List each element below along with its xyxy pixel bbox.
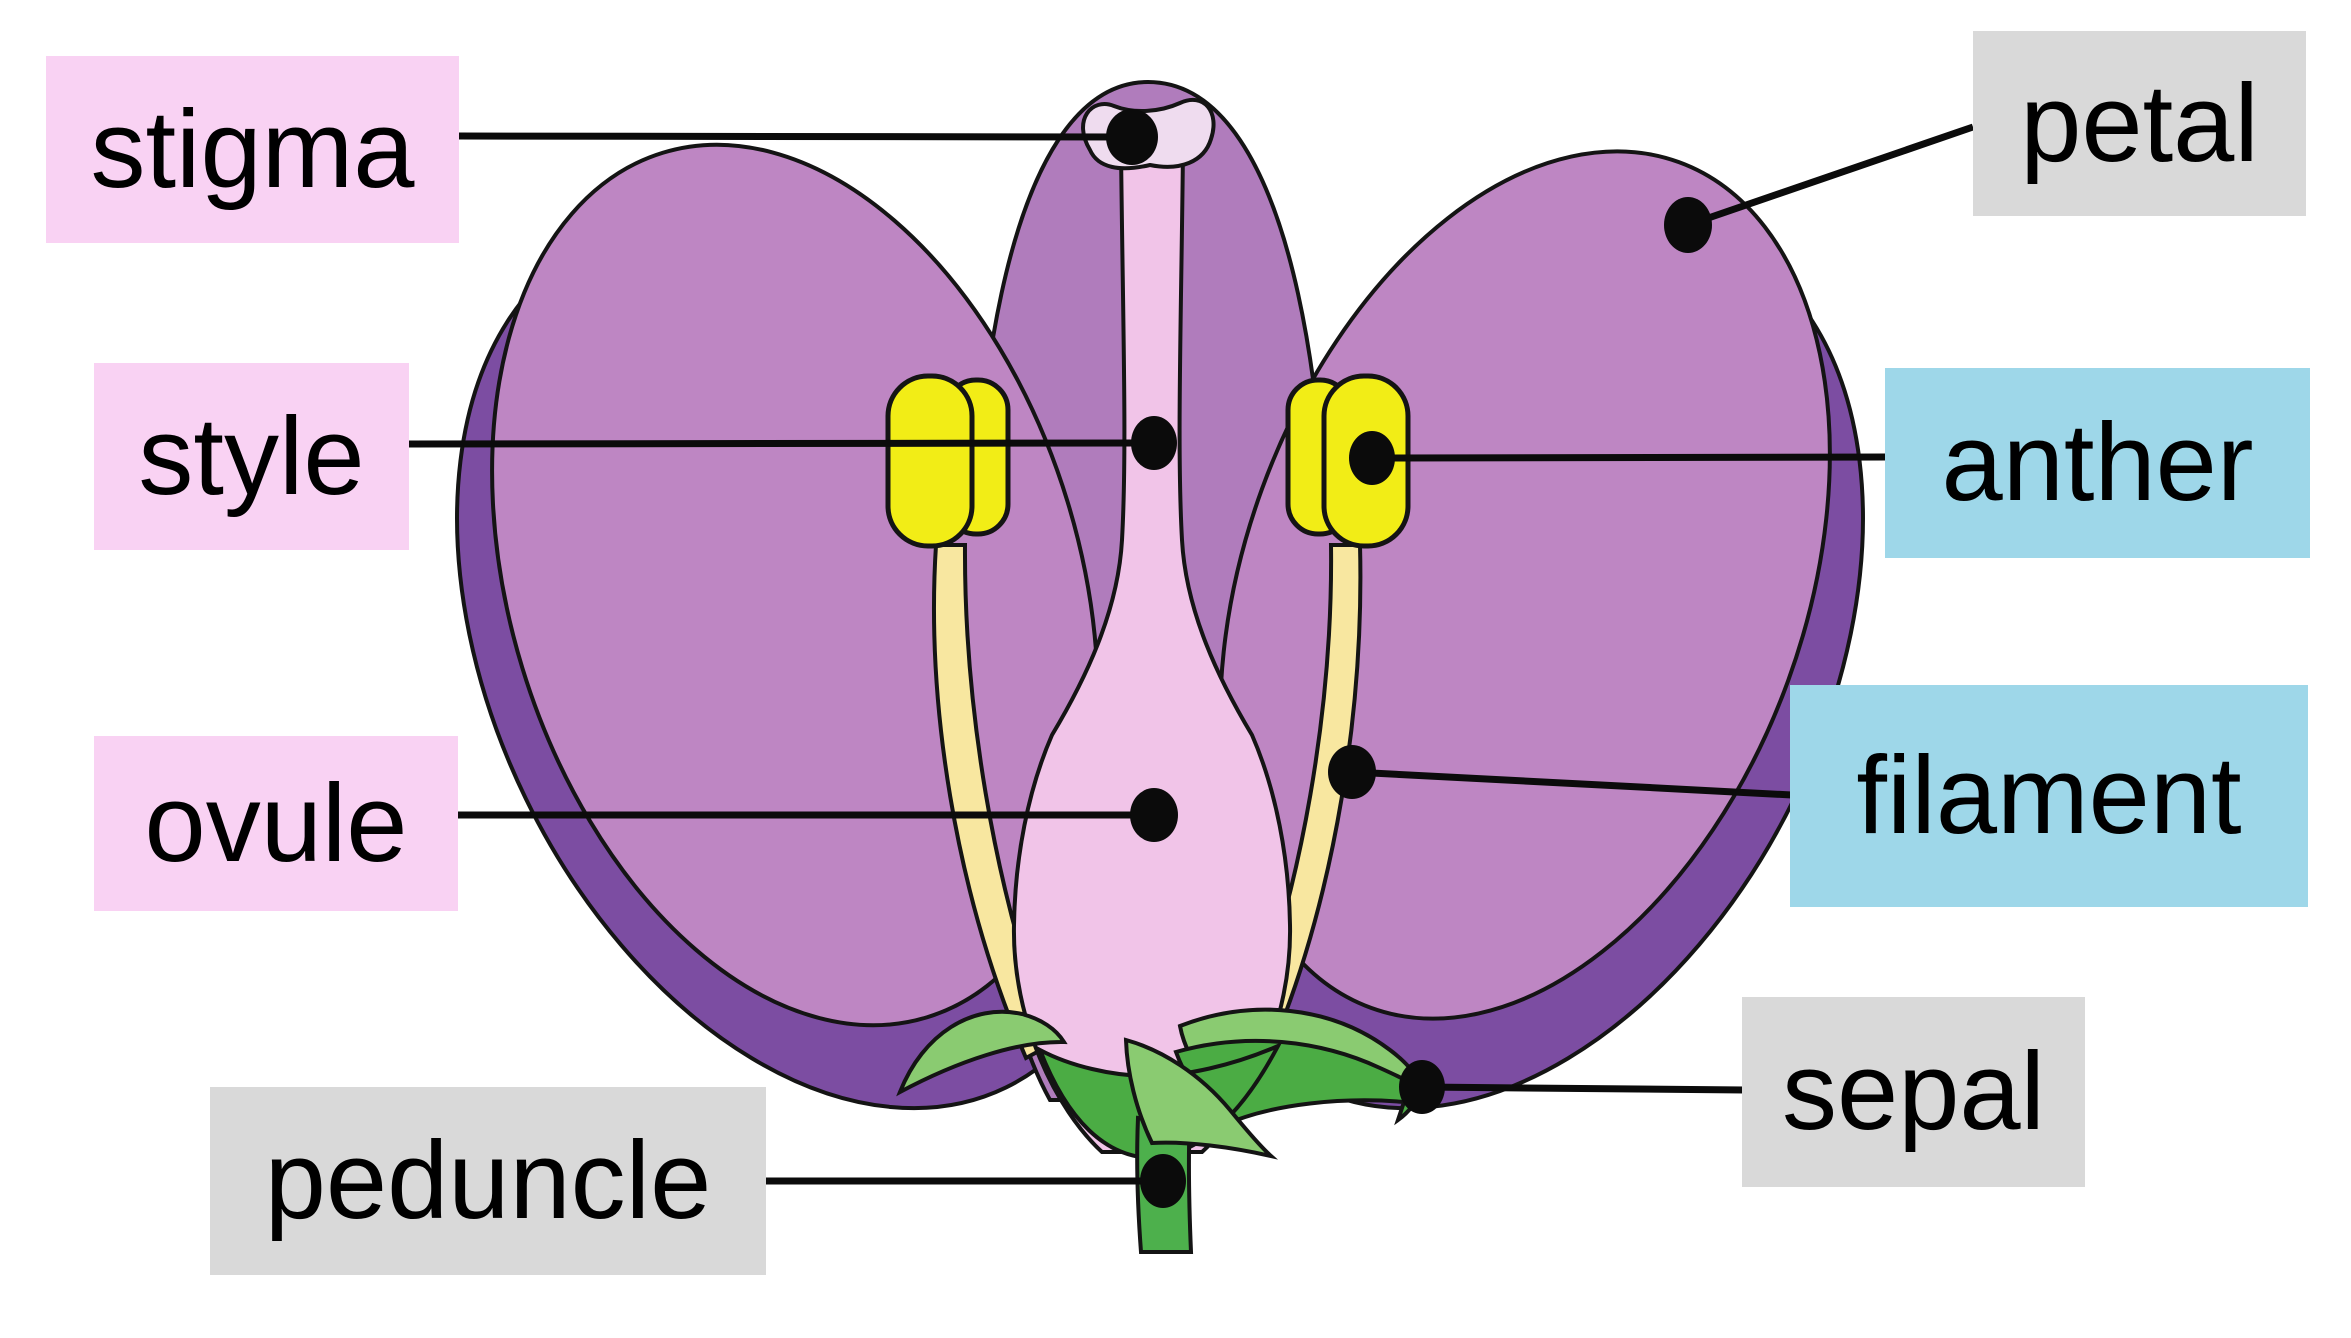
label-style: style [94, 363, 409, 550]
label-petal: petal [1973, 31, 2306, 216]
label-peduncle: peduncle [210, 1087, 766, 1275]
style-pointer-dot [1131, 416, 1177, 470]
label-anther: anther [1885, 368, 2310, 558]
pistil-style-ovary-shape [1011, 148, 1293, 1154]
ovule-pointer-dot [1130, 788, 1178, 842]
filament-pointer-dot [1328, 745, 1376, 799]
style-leader-line [408, 439, 1155, 448]
peduncle-pointer-dot [1140, 1154, 1186, 1208]
stigma-leader-line [458, 132, 1133, 141]
stigma-pointer-dot [1106, 109, 1158, 165]
anther-pointer-dot [1349, 431, 1395, 485]
sepal-leader-line [1421, 1083, 1746, 1094]
label-ovule: ovule [94, 736, 458, 911]
label-sepal: sepal [1742, 997, 2085, 1187]
sepal-pointer-dot [1399, 1060, 1445, 1114]
petal-left-shape [490, 142, 1100, 1028]
filament-leader-line [1351, 768, 1793, 799]
sepal-left-shape [896, 1009, 1068, 1097]
label-stigma: stigma [46, 56, 459, 243]
petal-right-shape [1218, 149, 1832, 1021]
petal-leader-line [1686, 123, 1975, 229]
label-filament: filament [1790, 685, 2308, 907]
petal-pointer-dot [1664, 197, 1712, 253]
anther-left-front-lobe [885, 373, 975, 549]
sepal-front-shape [1123, 1037, 1279, 1160]
anther-leader-line [1371, 453, 1889, 462]
